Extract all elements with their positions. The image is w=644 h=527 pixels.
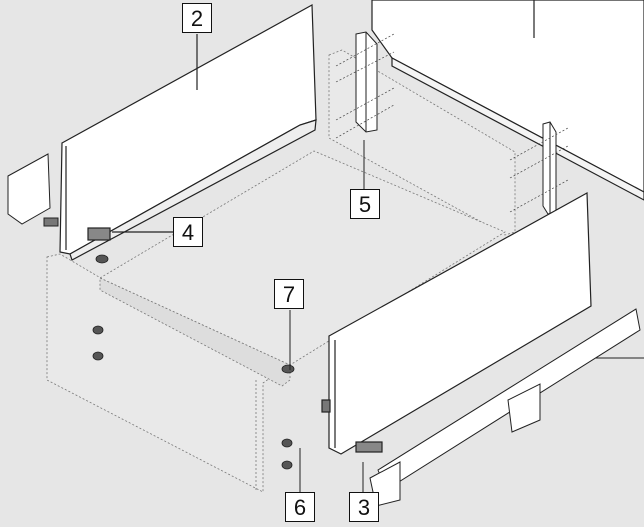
drawer-bottom-dotted: [99, 150, 506, 366]
rear-end-fitting: [7, 153, 59, 227]
front-panel-dotted: [46, 253, 291, 493]
callout-3: 3: [349, 492, 379, 522]
runner: [369, 308, 641, 507]
back-bracket-left: [355, 31, 378, 133]
callout-4: 4: [173, 217, 203, 247]
dowels: [92, 254, 295, 470]
side-panel-left: [59, 4, 317, 261]
back-bracket-right: [542, 121, 557, 215]
screws: [335, 33, 569, 213]
callout-2: 2: [182, 3, 212, 33]
side-panel-right-front: [321, 192, 592, 455]
rear-connector-part: [87, 227, 111, 241]
side-panel-right-back: [371, 0, 644, 201]
callout-7: 7: [274, 279, 304, 309]
callout-5: 5: [350, 189, 380, 219]
front-cover-cap-part: [355, 441, 383, 453]
callout-6: 6: [285, 492, 315, 522]
